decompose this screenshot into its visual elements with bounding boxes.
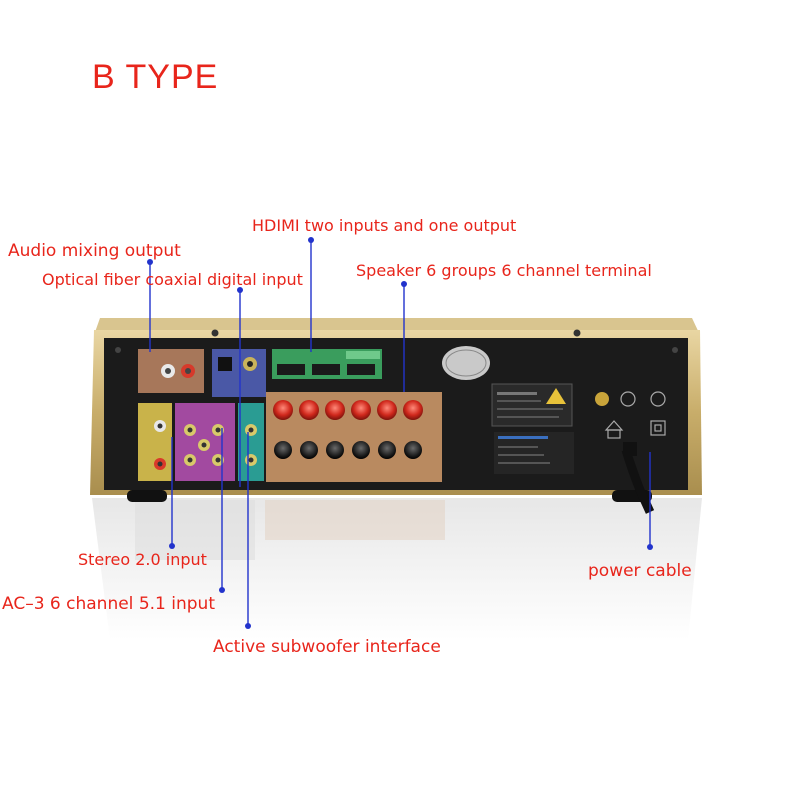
screw (115, 347, 121, 353)
hdmi-port (277, 364, 305, 375)
pointer-lines (149, 240, 651, 626)
stereo-input-block (138, 403, 172, 481)
label-hdmi: HDIMI two inputs and one output (252, 216, 517, 235)
page-title: B TYPE (92, 58, 219, 96)
cert-icon (620, 391, 636, 407)
cert-icon (595, 392, 609, 406)
optical-coaxial-block (212, 349, 266, 397)
cert-icon (650, 391, 666, 407)
double-insulation-icon (650, 420, 666, 436)
label-ac3-input: AC–3 6 channel 5.1 input (2, 594, 215, 614)
screw (672, 347, 678, 353)
screw (573, 329, 581, 337)
speaker-terminals (273, 400, 423, 459)
label-subwoofer: Active subwoofer interface (213, 637, 441, 657)
label-power-cable: power cable (588, 561, 692, 581)
label-speaker-terminal: Speaker 6 groups 6 channel terminal (356, 261, 652, 280)
seal-sticker (442, 346, 490, 380)
hdmi-port (312, 364, 340, 375)
warning-label (491, 383, 573, 427)
optical-port (218, 357, 232, 371)
foot (127, 490, 167, 502)
pointer-dots (147, 237, 653, 629)
label-optical-coaxial: Optical fiber coaxial digital input (42, 270, 303, 289)
label-stereo-input: Stereo 2.0 input (78, 550, 207, 569)
hdmi-port (347, 364, 375, 375)
label-audio-mixing-output: Audio mixing output (8, 241, 181, 261)
subwoofer-block (238, 403, 264, 481)
screw (211, 329, 219, 337)
